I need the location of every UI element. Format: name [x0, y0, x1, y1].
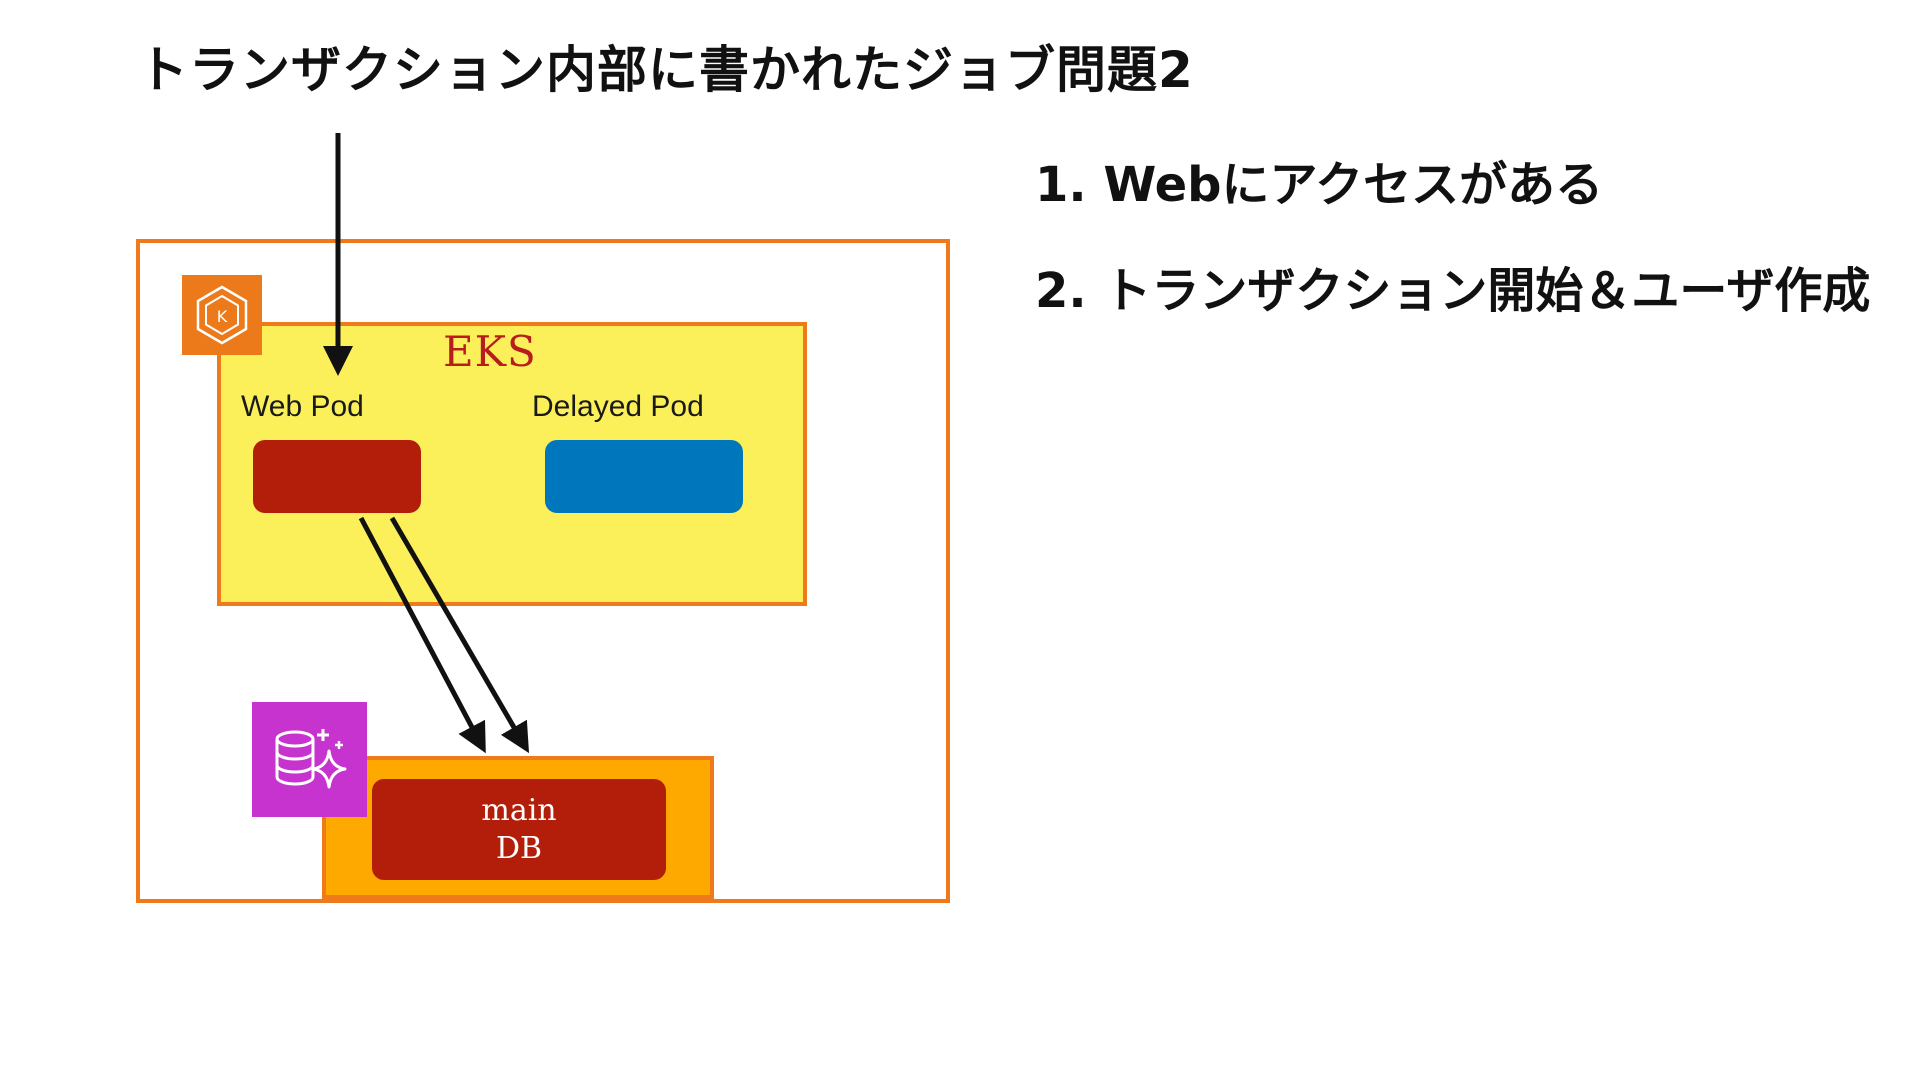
eks-icon-letter: K	[217, 307, 228, 326]
delayed-pod-label: Delayed Pod	[532, 390, 704, 423]
aurora-database-icon	[252, 702, 367, 817]
step-list: 1. Webにアクセスがある 2. トランザクション開始＆ユーザ作成	[1035, 155, 1870, 367]
eks-label: EKS	[443, 327, 537, 376]
main-db: main DB	[372, 779, 666, 880]
step-item-1: 1. Webにアクセスがある	[1035, 157, 1604, 213]
step-item-2: 2. トランザクション開始＆ユーザ作成	[1035, 263, 1871, 319]
aws-environment-box	[136, 239, 950, 903]
db-label-line-1: main	[481, 792, 557, 828]
web-pod-label: Web Pod	[241, 390, 364, 423]
eks-kubernetes-icon: K	[182, 275, 262, 355]
delayed-pod	[545, 440, 743, 513]
page-title: トランザクション内部に書かれたジョブ問題2	[138, 41, 1194, 99]
db-label-line-2: DB	[495, 830, 543, 866]
web-pod	[253, 440, 421, 513]
